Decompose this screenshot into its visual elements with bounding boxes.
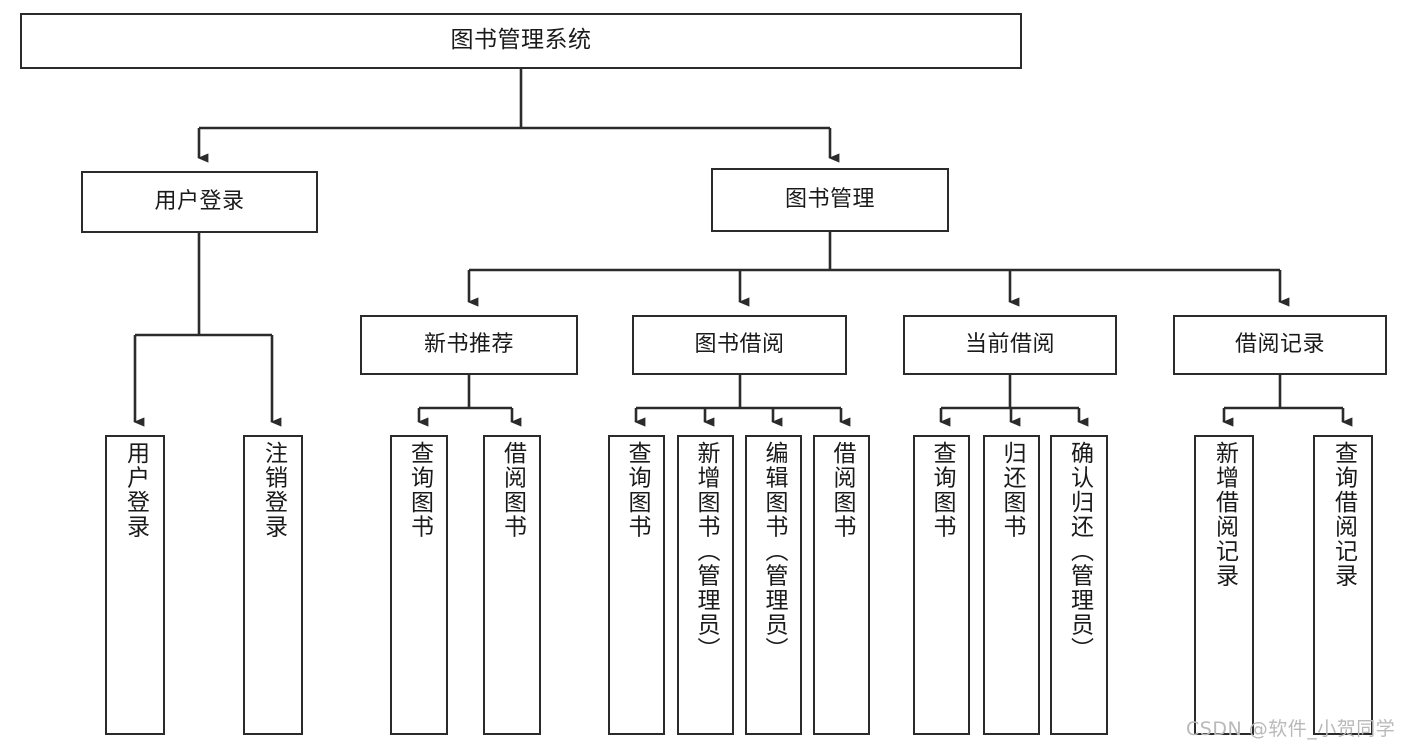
node-label: 查询图书 [624, 441, 650, 539]
node-label: 用户登录 [122, 441, 149, 539]
leaf-logout[interactable]: 注销登录 [243, 435, 303, 735]
leaf-return-book[interactable]: 归还图书 [983, 435, 1040, 735]
node-label: 确认归还（管理员） [1066, 441, 1093, 662]
node-label: 借阅记录 [1234, 332, 1325, 358]
leaf-borrow-book-recommend[interactable]: 借阅图书 [483, 435, 541, 735]
node-label: 用户登录 [154, 189, 245, 215]
node-user-login[interactable]: 用户登录 [81, 171, 318, 233]
node-book-borrow[interactable]: 图书借阅 [632, 315, 847, 375]
node-new-book-recommend[interactable]: 新书推荐 [360, 315, 578, 375]
node-label: 查询借阅记录 [1330, 441, 1357, 588]
node-label: 借阅图书 [829, 441, 855, 539]
node-label: 借阅图书 [499, 441, 526, 539]
leaf-edit-book-admin[interactable]: 编辑图书（管理员） [745, 435, 802, 735]
leaf-query-book-borrow[interactable]: 查询图书 [608, 435, 665, 735]
node-label: 当前借阅 [964, 332, 1055, 358]
node-book-management[interactable]: 图书管理 [711, 168, 949, 232]
leaf-borrow-book[interactable]: 借阅图书 [813, 435, 870, 735]
node-label: 注销登录 [260, 441, 287, 539]
node-current-borrow[interactable]: 当前借阅 [903, 315, 1117, 375]
node-label: 新书推荐 [423, 332, 514, 358]
leaf-add-borrow-record[interactable]: 新增借阅记录 [1194, 435, 1254, 735]
node-label: 新增图书（管理员） [693, 441, 719, 662]
node-label: 查询图书 [406, 441, 433, 539]
node-label: 新增借阅记录 [1211, 441, 1238, 588]
node-book-management-system[interactable]: 图书管理系统 [20, 13, 1022, 69]
node-label: 归还图书 [999, 441, 1025, 539]
node-label: 查询图书 [929, 441, 955, 539]
node-borrow-record[interactable]: 借阅记录 [1173, 315, 1387, 375]
watermark: CSDN @软件_小贺同学 [1186, 718, 1396, 740]
leaf-query-book-current[interactable]: 查询图书 [913, 435, 970, 735]
leaf-confirm-return-admin[interactable]: 确认归还（管理员） [1050, 435, 1108, 735]
leaf-query-borrow-record[interactable]: 查询借阅记录 [1313, 435, 1373, 735]
leaf-add-book-admin[interactable]: 新增图书（管理员） [677, 435, 734, 735]
leaf-user-login[interactable]: 用户登录 [105, 435, 165, 735]
node-label: 图书借阅 [694, 332, 785, 358]
node-label: 图书管理系统 [450, 27, 592, 54]
node-label: 图书管理 [784, 187, 875, 213]
leaf-query-book-recommend[interactable]: 查询图书 [390, 435, 448, 735]
node-label: 编辑图书（管理员） [761, 441, 787, 662]
